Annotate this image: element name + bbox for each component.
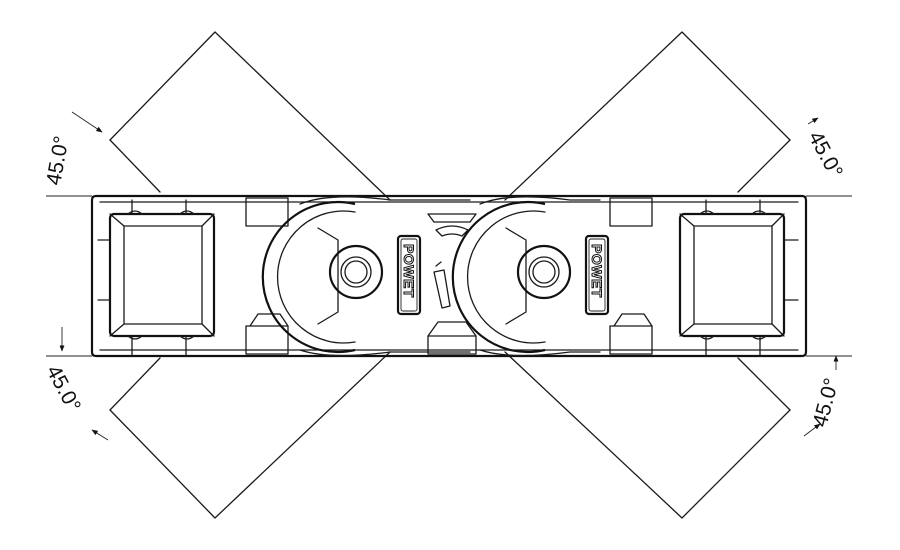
angle-label-bottom-left: 45.0°	[42, 362, 85, 416]
right-swing-envelope	[504, 31, 791, 519]
left-swing-envelope	[109, 31, 391, 519]
angle-label-top-right: 45.0°	[804, 128, 847, 182]
left-brand-plate: POWET	[396, 234, 422, 316]
extension-lines	[46, 195, 852, 357]
right-pivot-disc	[451, 196, 601, 357]
left-end-block	[97, 197, 289, 357]
indicator-marker	[433, 261, 451, 309]
angle-label-top-left: 45.0°	[42, 134, 73, 187]
center-section	[427, 213, 477, 355]
right-brand-plate: POWET	[584, 234, 610, 316]
chain-link-assembly: POWET POWET	[90, 194, 808, 358]
dimension-arrows	[59, 111, 839, 441]
right-brand-label: POWET	[589, 244, 605, 298]
angle-label-bottom-right: 45.0°	[809, 376, 844, 430]
left-pivot-disc	[261, 196, 471, 357]
left-brand-label: POWET	[401, 244, 417, 298]
right-end-block	[609, 197, 799, 357]
